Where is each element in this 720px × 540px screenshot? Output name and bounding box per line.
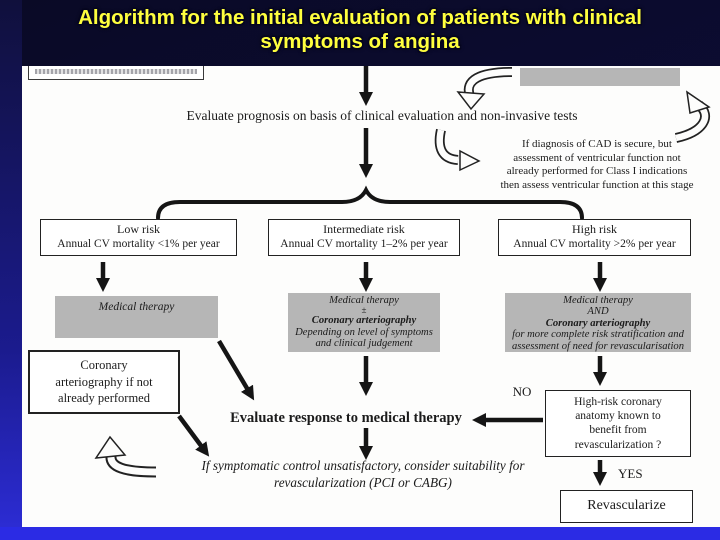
therapy-line: assessment of need for revascularisation <box>511 340 685 352</box>
risk-box-low-title: Low risk <box>117 222 160 236</box>
plus-minus-symbol: ± <box>361 305 367 316</box>
yes-branch-label: YES <box>618 466 643 481</box>
cad-note-line: assessment of ventricular function not <box>513 151 681 164</box>
risk-box-low-subtitle: Annual CV mortality <1% per year <box>57 238 220 250</box>
clipped-top-box <box>28 66 204 80</box>
therapy-line: Coronary arteriography <box>545 317 651 329</box>
risk-box-high: High risk Annual CV mortality >2% per ye… <box>498 219 691 256</box>
bottom-note-line: If symptomatic control unsatisfactory, c… <box>201 458 525 473</box>
cad-note: If diagnosis of CAD is secure, but asses… <box>474 138 720 192</box>
risk-box-intermediate-title: Intermediate risk <box>323 222 405 236</box>
arrow-diagonal-medical-therapy <box>217 339 255 401</box>
slide-title-line-1: Algorithm for the initial evaluation of … <box>78 6 642 29</box>
revascularize-box: Revascularize <box>560 490 693 523</box>
no-branch-label: NO <box>512 384 532 399</box>
therapy-line: AND <box>587 306 609 318</box>
risk-box-intermediate: Intermediate risk Annual CV mortality 1–… <box>268 219 460 256</box>
risk-box-high-title: High risk <box>572 222 617 236</box>
highrisk-box-line: benefit from <box>589 424 647 437</box>
slide-left-edge-decoration <box>0 0 22 540</box>
coronary-arteriography-box: Coronary arteriography if not already pe… <box>28 350 180 414</box>
highrisk-box-line: anatomy known to <box>575 410 661 423</box>
flowchart-canvas: Evaluate prognosis on basis of clinical … <box>22 66 720 527</box>
evaluate-response-text: Evaluate response to medical therapy <box>230 410 462 426</box>
therapy-line: Coronary arteriography <box>311 315 417 327</box>
coronary-box-line: Coronary <box>80 358 128 372</box>
clipped-gray-box <box>520 68 680 86</box>
highrisk-box-line: revascularization ? <box>574 438 662 451</box>
risk-box-high-subtitle: Annual CV mortality >2% per year <box>513 238 676 250</box>
therapy-box-low-line: Medical therapy <box>98 301 175 313</box>
risk-box-low: Low risk Annual CV mortality <1% per yea… <box>40 219 237 256</box>
curved-arrow-top-icon <box>456 67 513 111</box>
slide-bottom-bar-decoration <box>0 527 720 540</box>
bottom-note-line: revascularization (PCI or CABG) <box>274 474 452 490</box>
risk-box-intermediate-subtitle: Annual CV mortality 1–2% per year <box>280 238 448 250</box>
therapy-box-intermediate: Medical therapy ± Coronary arteriography… <box>288 293 440 352</box>
highrisk-box-line: High-risk coronary <box>574 396 662 408</box>
therapy-line: Depending on level of symptoms <box>295 326 433 338</box>
highrisk-anatomy-box: High-risk coronary anatomy known to bene… <box>545 390 691 457</box>
coronary-box-line: already performed <box>58 391 150 405</box>
therapy-box-high: Medical therapy AND Coronary arteriograp… <box>505 293 691 352</box>
cad-note-line: If diagnosis of CAD is secure, but <box>521 138 672 150</box>
therapy-line: Medical therapy <box>329 295 399 306</box>
cad-note-line: then assess ventricular function at this… <box>500 178 694 191</box>
therapy-box-low: Medical therapy <box>55 296 218 338</box>
therapy-line: for more complete risk stratification an… <box>512 329 684 341</box>
cad-note-line: already performed for Class I indication… <box>506 165 688 177</box>
brace-risk-split <box>156 185 584 220</box>
bottom-note: If symptomatic control unsatisfactory, c… <box>63 458 663 491</box>
slide-title-line-2: symptoms of angina <box>260 30 460 53</box>
therapy-line: and clinical judgement <box>315 338 413 350</box>
slide-title: Algorithm for the initial evaluation of … <box>0 6 720 54</box>
evaluate-prognosis-text: Evaluate prognosis on basis of clinical … <box>186 108 578 123</box>
clipped-text-smudge <box>35 69 197 74</box>
therapy-line: Medical therapy <box>563 295 633 306</box>
coronary-box-line: arteriography if not <box>55 374 153 389</box>
